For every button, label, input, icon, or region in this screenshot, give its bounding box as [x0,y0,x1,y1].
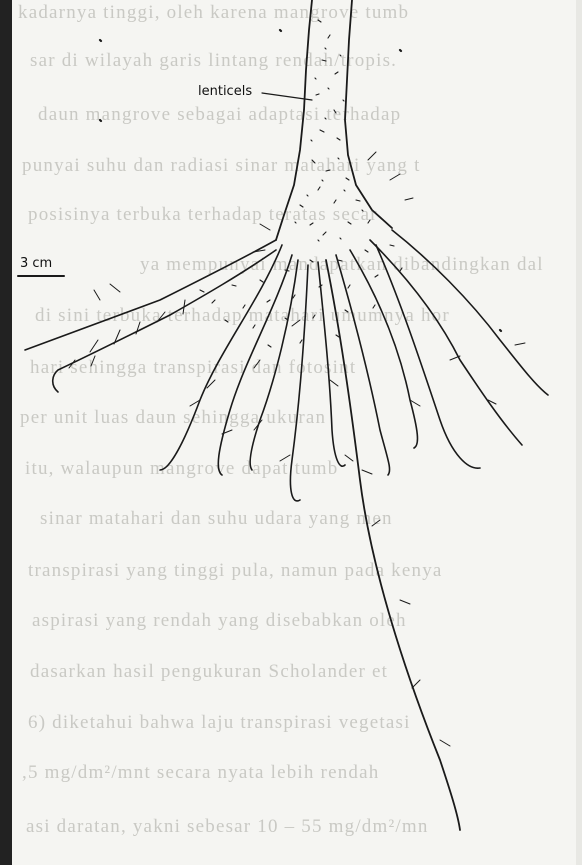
lenticels-label: lenticels [198,84,252,99]
rootlets [190,320,525,746]
root [218,255,292,475]
trunk-outline [345,0,392,228]
root [160,245,282,470]
trunk-outline [276,0,312,240]
root [25,240,276,350]
root [250,260,298,470]
root-crown-stipple [200,245,402,347]
root [290,265,308,501]
root-dots [100,30,501,331]
root [376,245,480,468]
root [326,260,460,830]
root [392,230,548,395]
lenticel-stipple [295,20,370,241]
root [370,240,522,445]
scale-label: 3 cm [20,256,52,271]
root [69,300,185,368]
